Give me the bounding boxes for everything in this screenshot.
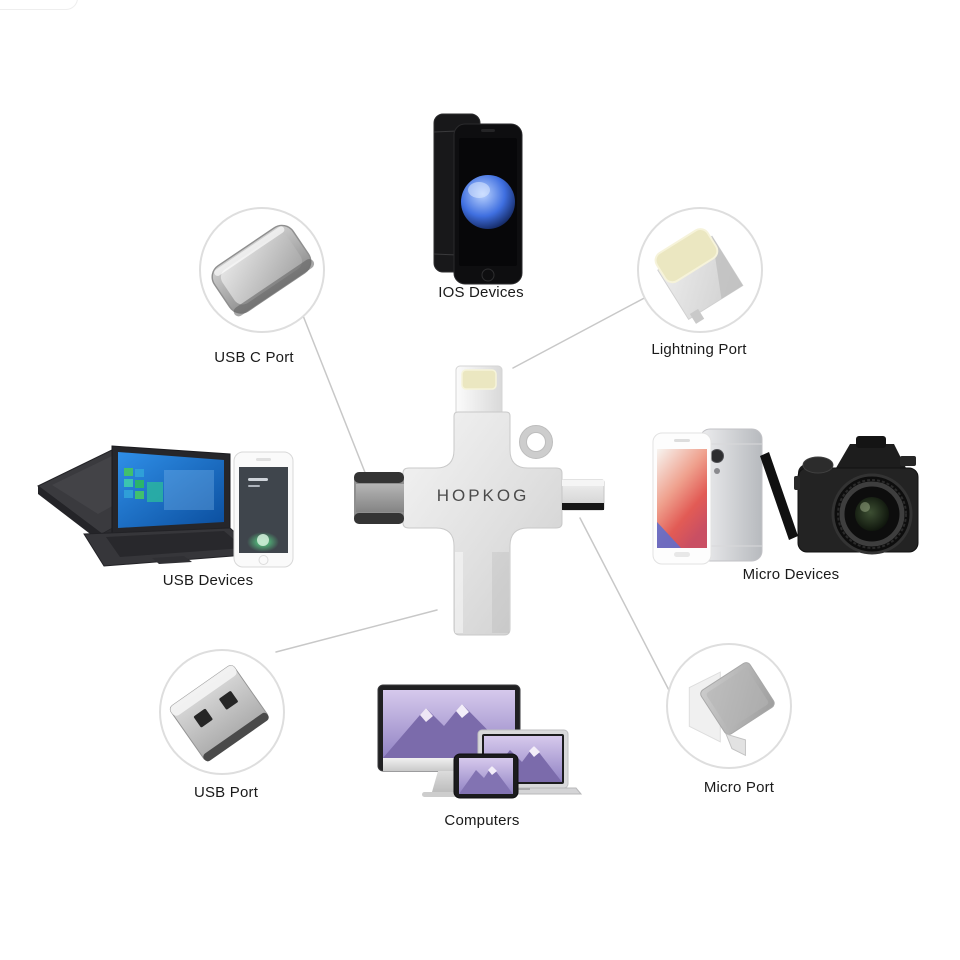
iphone-front-icon bbox=[453, 123, 523, 285]
usb-a-connector-icon bbox=[169, 665, 269, 762]
flash-drive-product: HOPKOG bbox=[354, 365, 605, 636]
usb-c-port-callout bbox=[199, 207, 325, 333]
usb-port-callout bbox=[159, 649, 285, 775]
phone-front-icon bbox=[652, 432, 712, 565]
keyring-loop-icon bbox=[519, 425, 553, 459]
slash-mark bbox=[760, 452, 798, 540]
label-usb-port: USB Port bbox=[193, 784, 259, 801]
lightning-port-callout bbox=[637, 207, 763, 333]
micro-usb-connector-icon bbox=[688, 662, 775, 757]
lightning-connector-icon bbox=[654, 228, 744, 324]
micro-port-callout bbox=[666, 643, 792, 769]
android-phone-icon bbox=[233, 451, 294, 568]
usb-c-connector-tip bbox=[354, 472, 404, 524]
leader-line-micro bbox=[579, 517, 675, 701]
brand-text: HOPKOG bbox=[437, 486, 530, 505]
label-usb-c-port: USB C Port bbox=[214, 349, 294, 366]
label-computers: Computers bbox=[444, 812, 520, 829]
ios-devices-illustration bbox=[433, 113, 523, 285]
phone-back-icon bbox=[699, 428, 763, 562]
micro-connector-tip bbox=[561, 479, 605, 511]
usb-devices-illustration bbox=[37, 445, 294, 568]
label-usb-devices: USB Devices bbox=[162, 572, 254, 589]
leader-line-lightning bbox=[512, 294, 651, 369]
micro-devices-illustration bbox=[652, 428, 919, 565]
leader-line-usb bbox=[275, 609, 438, 653]
label-micro-devices: Micro Devices bbox=[742, 566, 840, 583]
usb-c-connector-icon bbox=[211, 224, 315, 317]
computers-illustration bbox=[377, 684, 582, 799]
label-ios-devices: IOS Devices bbox=[438, 284, 524, 301]
open-laptop-icon bbox=[83, 445, 260, 567]
tablet-icon bbox=[453, 753, 519, 799]
dslr-camera-icon bbox=[794, 436, 919, 555]
label-micro-port: Micro Port bbox=[703, 779, 775, 796]
flash-drive-body bbox=[402, 411, 563, 636]
label-lightning-port: Lightning Port bbox=[651, 341, 747, 358]
leader-line-usb-c bbox=[299, 307, 369, 481]
